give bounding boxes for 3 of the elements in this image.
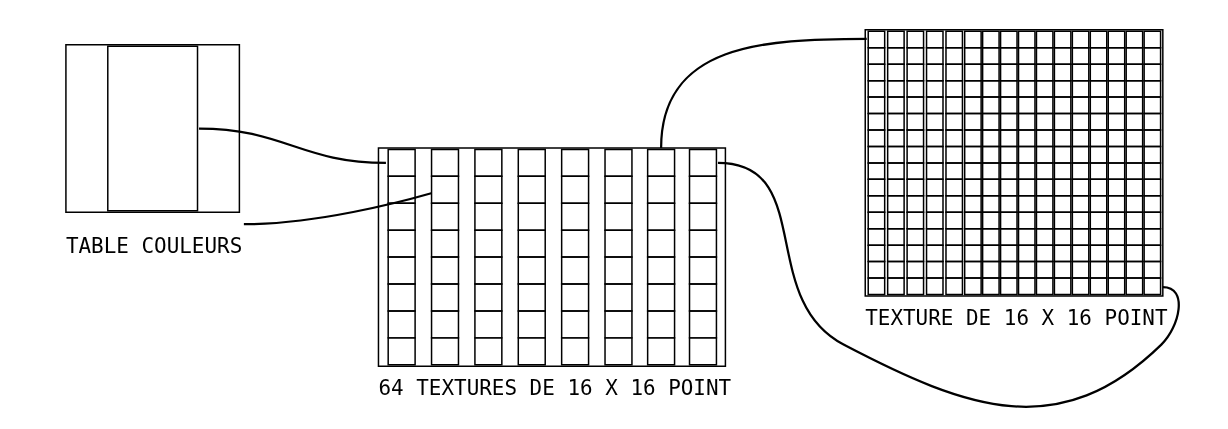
node-label: 64 TEXTURES DE 16 X 16 POINT — [378, 376, 732, 400]
node-label: TABLE COULEURS — [65, 233, 243, 258]
node-label: TEXTURE DE 16 X 16 POINT — [865, 305, 1168, 330]
